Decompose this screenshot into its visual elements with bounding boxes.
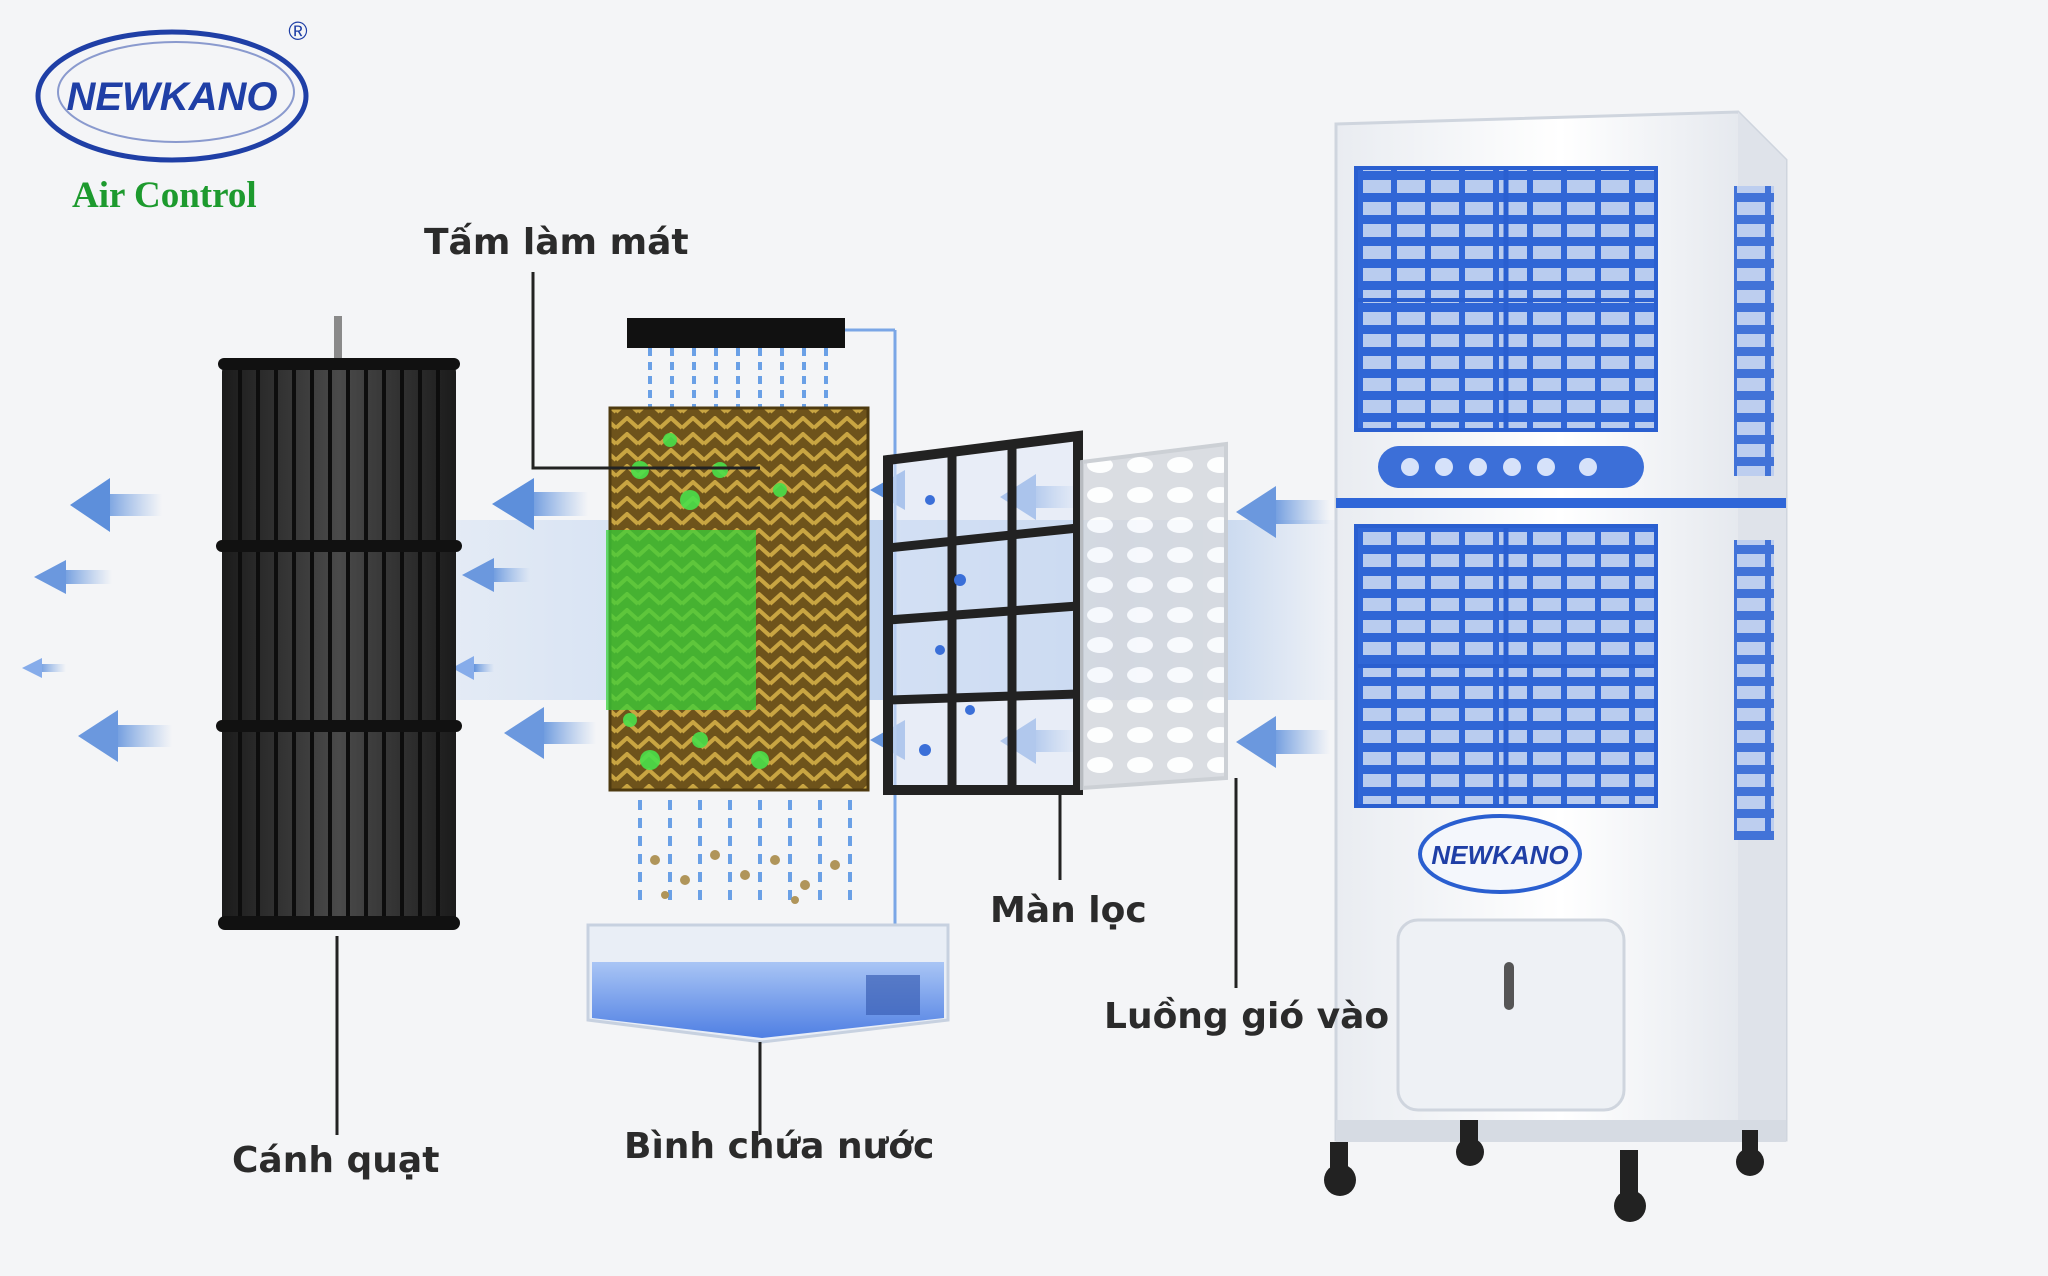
outflow-arrow [34,560,112,594]
label-water-tank: Bình chứa nước [624,1126,935,1167]
mid-arrows [452,478,596,759]
inflow-arrow [1236,716,1330,768]
mid-arrow [462,558,530,592]
outflow-arrow [70,478,162,532]
side-grille-lower [1734,540,1774,840]
water-tank [586,923,950,1044]
outflow-arrow [22,658,66,678]
brand-logo: NEWKANO ® [35,16,309,163]
label-filter: Màn lọc [990,890,1147,931]
water-drops [638,800,852,904]
outflow-arrows [22,478,172,762]
caster-wheels [1324,1120,1764,1222]
inflow-arrow [1236,486,1330,538]
label-cooling-pad: Tấm làm mát [424,222,689,263]
registered-mark: ® [288,16,307,46]
tank-door [1396,918,1626,1112]
side-grille-upper [1734,186,1774,476]
product-badge-text: NEWKANO [1431,840,1568,870]
filter-frame [883,430,1083,795]
mid-arrow [504,707,596,759]
water-distributor [627,318,897,960]
mid-arrow [452,656,494,680]
cooling-pad [606,406,870,792]
label-fan-blade: Cánh quạt [232,1140,440,1181]
fan-blade-cylinder [216,316,462,930]
brand-tagline: Air Control [72,175,257,216]
air-cooler-unit: NEWKANO [1324,110,1788,1222]
mesh-filter [1080,441,1228,791]
outflow-arrow [78,710,172,762]
leader-lines [335,272,1238,1135]
mid-arrow [492,478,588,530]
leader-cooling-pad [531,272,760,470]
brand-logo-text: NEWKANO [66,75,277,119]
product-badge [1418,814,1582,894]
label-airflow-in: Luồng gió vào [1104,996,1390,1037]
